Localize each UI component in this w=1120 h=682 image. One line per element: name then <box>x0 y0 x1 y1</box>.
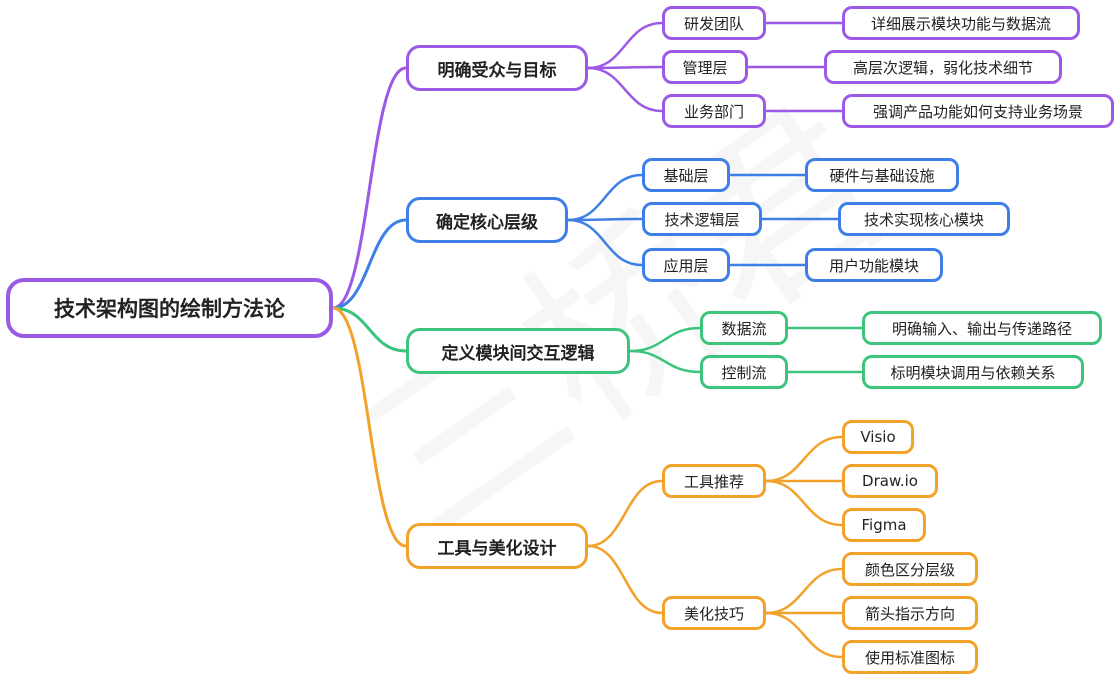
branch-core-layers[interactable]: 确定核心层级 <box>406 197 568 243</box>
application-detail[interactable]: 用户功能模块 <box>805 248 943 282</box>
connector-root-node-to-branch-interaction-logic <box>332 306 407 353</box>
connector-branch-interaction-logic-to-data-flow <box>629 326 701 353</box>
infrastructure-detail[interactable]: 硬件与基础设施 <box>805 158 959 192</box>
management-detail[interactable]: 高层次逻辑，弱化技术细节 <box>824 50 1062 84</box>
connector-branch-audience-goals-to-audience-dev-team <box>587 21 663 70</box>
branch-audience-goals[interactable]: 明确受众与目标 <box>406 45 588 91</box>
connector-branch-tools-design-to-beautify-tips <box>587 544 663 615</box>
connector-tools-recommend-to-tool-visio <box>765 435 843 483</box>
tip-standard-icons[interactable]: 使用标准图标 <box>842 640 978 674</box>
tech-logic-detail[interactable]: 技术实现核心模块 <box>838 202 1010 236</box>
audience-business[interactable]: 业务部门 <box>662 94 766 128</box>
tool-figma[interactable]: Figma <box>842 508 926 542</box>
tip-arrow-direction[interactable]: 箭头指示方向 <box>842 596 978 630</box>
audience-dev-team[interactable]: 研发团队 <box>662 6 766 40</box>
connector-branch-interaction-logic-to-control-flow <box>629 349 701 374</box>
connector-branch-audience-goals-to-audience-management <box>587 65 663 70</box>
tip-color-layers[interactable]: 颜色区分层级 <box>842 552 978 586</box>
connector-branch-core-layers-to-layer-application <box>567 218 643 267</box>
branch-tools-design[interactable]: 工具与美化设计 <box>406 523 588 569</box>
connector-beautify-tips-to-tip-color-layers <box>765 567 843 615</box>
connector-branch-core-layers-to-layer-tech-logic <box>567 217 643 222</box>
audience-management[interactable]: 管理层 <box>662 50 748 84</box>
tool-visio[interactable]: Visio <box>842 420 914 454</box>
connector-branch-tools-design-to-tools-recommend <box>587 479 663 548</box>
layer-tech-logic[interactable]: 技术逻辑层 <box>642 202 762 236</box>
connector-root-node-to-branch-core-layers <box>332 218 407 310</box>
data-flow-detail[interactable]: 明确输入、输出与传递路径 <box>862 311 1102 345</box>
connector-branch-core-layers-to-layer-infrastructure <box>567 173 643 222</box>
connector-branch-audience-goals-to-audience-business <box>587 66 663 113</box>
tool-drawio[interactable]: Draw.io <box>842 464 938 498</box>
control-flow[interactable]: 控制流 <box>700 355 788 389</box>
business-detail[interactable]: 强调产品功能如何支持业务场景 <box>842 94 1114 128</box>
layer-application[interactable]: 应用层 <box>642 248 730 282</box>
beautify-tips[interactable]: 美化技巧 <box>662 596 766 630</box>
connector-root-node-to-branch-tools-design <box>332 306 407 548</box>
connector-root-node-to-branch-audience-goals <box>332 66 407 310</box>
control-flow-detail[interactable]: 标明模块调用与依赖关系 <box>862 355 1084 389</box>
tools-recommend[interactable]: 工具推荐 <box>662 464 766 498</box>
branch-interaction-logic[interactable]: 定义模块间交互逻辑 <box>406 328 630 374</box>
dev-team-detail[interactable]: 详细展示模块功能与数据流 <box>842 6 1080 40</box>
connector-tools-recommend-to-tool-figma <box>765 479 843 527</box>
connector-beautify-tips-to-tip-standard-icons <box>765 611 843 659</box>
root-node[interactable]: 技术架构图的绘制方法论 <box>6 278 333 338</box>
data-flow[interactable]: 数据流 <box>700 311 788 345</box>
layer-infrastructure[interactable]: 基础层 <box>642 158 730 192</box>
